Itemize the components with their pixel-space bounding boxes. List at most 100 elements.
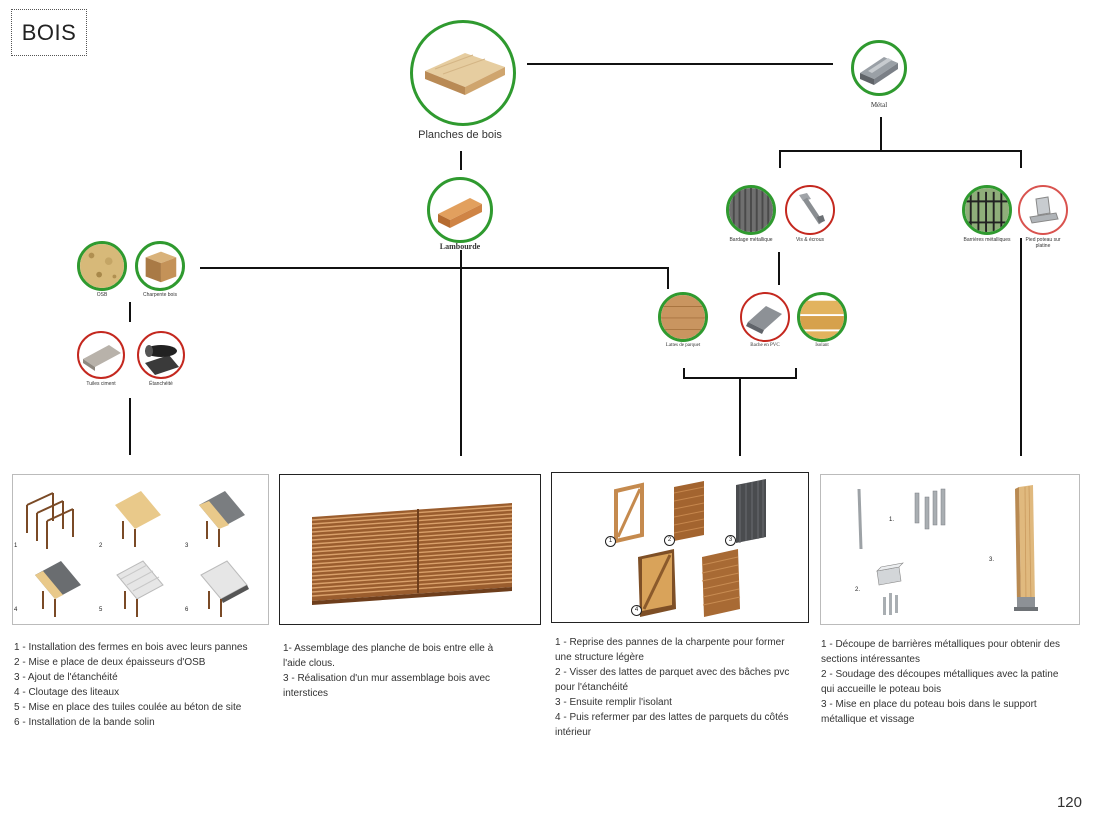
- osb-panel-icon: [80, 244, 124, 288]
- label-lattes-de-parquet: Lattes de parquet: [665, 343, 701, 348]
- fence-sections: [914, 488, 946, 530]
- description-layers: 1 - Reprise des pannes de la charpente p…: [555, 635, 793, 740]
- label-bache-pvc: Bache en PVC: [750, 343, 780, 348]
- cement-tile-icon: [83, 345, 121, 371]
- description-line: 1 - Reprise des pannes de la charpente p…: [555, 637, 785, 663]
- post-step-label: 1.: [889, 517, 895, 523]
- joist-icon: [438, 198, 482, 228]
- description-line: 3 - Ensuite remplir l'isolant: [555, 697, 672, 708]
- label-pied-poteau: Pied poteau sur platine: [1025, 237, 1061, 249]
- post-base-icon: [1029, 196, 1059, 224]
- wall-step-badge: 4: [631, 605, 642, 616]
- page-number: 120: [1056, 794, 1082, 811]
- node-lambourde: [427, 177, 493, 243]
- description-post: 1 - Découpe de barrières métalliques pou…: [821, 637, 1069, 727]
- description-line: 2 - Mise e place de deux épaisseurs d'OS…: [14, 657, 206, 668]
- node-bache-pvc: [740, 292, 790, 342]
- node-planches-de-bois: [410, 20, 516, 126]
- description-line: 4 - Cloutage des liteaux: [14, 687, 120, 698]
- metal-fence-icon: [965, 188, 1009, 232]
- wall-frame: [614, 482, 644, 544]
- description-line: 5 - Mise en place des tuiles coulée au b…: [14, 702, 242, 713]
- description-line: 1 - Installation des fermes en bois avec…: [14, 642, 248, 653]
- roof-step-label: 1: [14, 543, 18, 549]
- bolt-icon: [799, 193, 825, 225]
- label-lambourde: Lambourde: [439, 242, 481, 251]
- roof-step-frame: [26, 492, 74, 549]
- wall-layers-illustration: [614, 479, 766, 617]
- wall-tarp: [736, 479, 766, 543]
- membrane-roll-icon: [145, 345, 179, 375]
- panel-post-base: 1. 2. 3.: [820, 474, 1080, 625]
- post-base-illustration: [857, 485, 1038, 615]
- wall-step-badge: 2: [664, 535, 675, 546]
- roof-step-battens: [35, 561, 81, 617]
- label-bardage-metallique: Bardage métallique: [729, 237, 773, 243]
- label-vis-ecrous: Vis & écrous: [796, 237, 824, 243]
- roof-step-flashing: [200, 560, 249, 617]
- node-isolant: [797, 292, 847, 342]
- slatted-wall-illustration: [311, 503, 513, 605]
- label-isolant: Isolant: [815, 343, 829, 348]
- insulation-icon: [800, 300, 844, 339]
- node-charpente-bois: [135, 241, 185, 291]
- node-barrieres-metalliques: [962, 185, 1012, 235]
- wall-insulation: [638, 549, 676, 617]
- roof-step-label: 3: [185, 543, 189, 549]
- roof-steps-illustration: [26, 491, 249, 617]
- node-etancheite: [137, 331, 185, 379]
- label-charpente-bois: Charpente bois: [143, 292, 177, 298]
- roof-step-label: 5: [99, 607, 103, 613]
- wood-post: [1014, 485, 1038, 611]
- post-step-label: 3.: [989, 557, 995, 563]
- wood-board-icon: [425, 53, 505, 95]
- node-metal: [851, 40, 907, 96]
- panel-roof-assembly: 1 2 3 4 5 6: [12, 474, 269, 625]
- node-osb: [77, 241, 127, 291]
- wall-closed: [701, 549, 741, 617]
- description-line: 2 - Visser des lattes de parquet avec de…: [555, 667, 790, 693]
- label-etancheite: Étanchéité: [149, 381, 173, 387]
- description-line: 2 - Soudage des découpes métalliques ave…: [821, 669, 1059, 695]
- label-planches-de-bois: Planches de bois: [418, 129, 502, 141]
- timber-beam-icon: [145, 251, 177, 283]
- panel-slatted-wall: [279, 474, 541, 625]
- node-lattes-de-parquet: [658, 292, 708, 342]
- parquet-icon: [661, 295, 705, 339]
- description-roof: 1 - Installation des fermes en bois avec…: [14, 640, 259, 730]
- wall-parquet: [673, 481, 705, 541]
- roof-step-label: 2: [99, 543, 103, 549]
- pvc-tarp-icon: [746, 306, 782, 334]
- wall-step-badge: 3: [725, 535, 736, 546]
- roof-step-label: 6: [185, 607, 189, 613]
- wall-step-badge: 1: [605, 536, 616, 547]
- roof-step-label: 4: [14, 607, 18, 613]
- roof-step-osb: [115, 491, 161, 547]
- metal-parts: [883, 593, 898, 615]
- corrugated-sheet-icon: [729, 188, 773, 232]
- description-line: 3 - Réalisation d'un mur assemblage bois…: [283, 673, 491, 699]
- node-tuiles-ciment: [77, 331, 125, 379]
- description-line: 1 - Découpe de barrières métalliques pou…: [821, 639, 1061, 665]
- label-metal: Métal: [870, 101, 888, 109]
- node-pied-poteau: [1018, 185, 1068, 235]
- metal-profile-icon: [860, 57, 898, 85]
- description-line: 6 - Installation de la bande solin: [14, 717, 155, 728]
- welded-plate: [876, 562, 904, 586]
- roof-step-membrane: [199, 491, 245, 547]
- post-step-label: 2.: [855, 587, 861, 593]
- description-wall: 1- Assemblage des planche de bois entre …: [283, 641, 518, 701]
- description-line: 1- Assemblage des planche de bois entre …: [283, 643, 494, 669]
- fence-bar: [857, 488, 863, 550]
- page-title: BOIS: [11, 9, 87, 56]
- node-bardage-metallique: [726, 185, 776, 235]
- description-line: 3 - Mise en place du poteau bois dans le…: [821, 699, 1037, 725]
- label-tuiles-ciment: Tuiles ciment: [86, 381, 116, 387]
- panel-wall-layers: 1 2 3 4: [551, 472, 809, 623]
- label-barrieres-metalliques: Barrières métalliques: [963, 237, 1011, 243]
- label-osb: OSB: [96, 292, 108, 298]
- description-line: 4 - Puis refermer par des lattes de parq…: [555, 712, 789, 738]
- roof-step-tiles: [116, 560, 164, 617]
- description-line: 3 - Ajout de l'étanchéité: [14, 672, 118, 683]
- node-vis-ecrous: [785, 185, 835, 235]
